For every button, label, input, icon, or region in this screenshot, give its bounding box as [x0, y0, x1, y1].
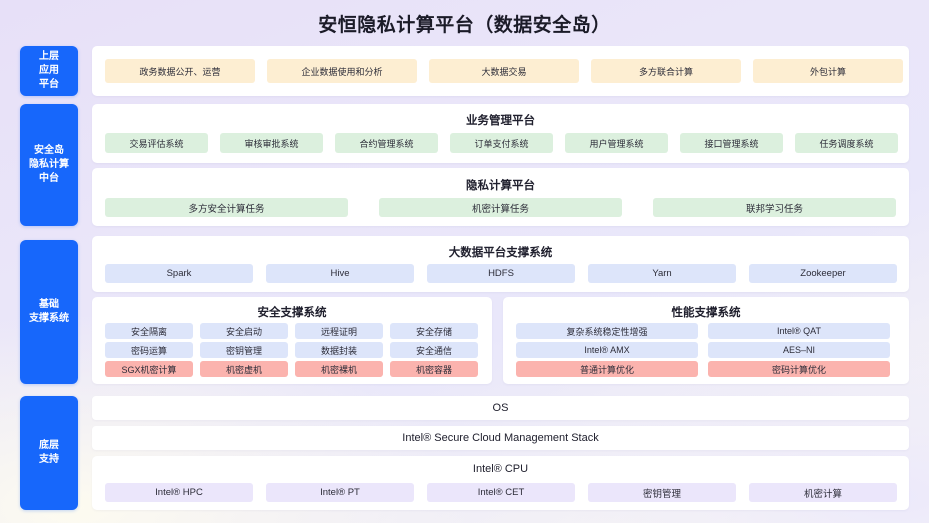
application-item[interactable]: 企业数据使用和分析 [267, 59, 417, 83]
rail-tab-bottom-layer-support[interactable]: 底层 支持 [20, 396, 78, 510]
performance-item[interactable]: 密码计算优化 [708, 361, 890, 377]
application-item[interactable]: 多方联合计算 [591, 59, 741, 83]
security-item[interactable]: 密码运算 [105, 342, 193, 358]
page-title: 安恒隐私计算平台（数据安全岛） [318, 15, 611, 36]
business-platform-title: 业务管理平台 [466, 115, 535, 127]
bigdata-item[interactable]: Spark [105, 264, 253, 283]
rail-tab-label: 底层 支持 [39, 440, 59, 465]
security-item[interactable]: 安全存储 [390, 323, 478, 339]
performance-item[interactable]: 复杂系统稳定性增强 [516, 323, 698, 339]
business-item[interactable]: 任务调度系统 [795, 133, 898, 153]
performance-item[interactable]: Intel® QAT [708, 323, 890, 339]
performance-support-system-panel: 性能支撑系统 复杂系统稳定性增强 Intel® QAT Intel® AMX A… [503, 297, 909, 384]
security-item[interactable]: 机密裸机 [295, 361, 383, 377]
business-management-platform-panel: 业务管理平台 交易评估系统 审核审批系统 合约管理系统 订单支付系统 用户管理系… [92, 104, 909, 163]
security-item[interactable]: 密钥管理 [200, 342, 288, 358]
bigdata-item[interactable]: Yarn [588, 264, 736, 283]
cpu-item[interactable]: 机密计算 [749, 483, 897, 502]
rail-tab-foundation-support-system[interactable]: 基础 支撑系统 [20, 240, 78, 384]
application-item[interactable]: 外包计算 [753, 59, 903, 83]
cpu-item[interactable]: 密钥管理 [588, 483, 736, 502]
bigdata-item[interactable]: Hive [266, 264, 414, 283]
security-item[interactable]: 安全通信 [390, 342, 478, 358]
rail-tab-label: 上层 应用 平台 [39, 51, 59, 90]
rail-tab-security-island-midplatform[interactable]: 安全岛 隐私计算 中台 [20, 104, 78, 226]
security-item[interactable]: 机密容器 [390, 361, 478, 377]
business-item[interactable]: 交易评估系统 [105, 133, 208, 153]
privacy-computing-platform-panel: 隐私计算平台 多方安全计算任务 机密计算任务 联邦学习任务 [92, 168, 909, 226]
security-support-title: 安全支撑系统 [257, 307, 327, 319]
privacy-platform-title: 隐私计算平台 [466, 180, 535, 192]
privacy-item[interactable]: 联邦学习任务 [653, 198, 896, 217]
privacy-item[interactable]: 多方安全计算任务 [105, 198, 348, 217]
cpu-item[interactable]: Intel® PT [266, 483, 414, 502]
security-item[interactable]: 远程证明 [295, 323, 383, 339]
secure-cloud-management-stack-band[interactable]: Intel® Secure Cloud Management Stack [92, 426, 909, 450]
performance-item[interactable]: 普通计算优化 [516, 361, 698, 377]
security-item[interactable]: 安全隔离 [105, 323, 193, 339]
cpu-item[interactable]: Intel® CET [427, 483, 575, 502]
performance-support-title: 性能支撑系统 [671, 307, 741, 319]
bigdata-item[interactable]: HDFS [427, 264, 575, 283]
application-item[interactable]: 大数据交易 [429, 59, 579, 83]
security-support-system-panel: 安全支撑系统 安全隔离 安全启动 远程证明 安全存储 密码运算 密钥管理 数据封… [92, 297, 492, 384]
business-item[interactable]: 审核审批系统 [220, 133, 323, 153]
security-item[interactable]: 机密虚机 [200, 361, 288, 377]
application-layer-panel: 政务数据公开、运营 企业数据使用和分析 大数据交易 多方联合计算 外包计算 [92, 46, 909, 96]
os-band[interactable]: OS [92, 396, 909, 420]
bigdata-platform-panel: 大数据平台支撑系统 Spark Hive HDFS Yarn Zookeeper [92, 236, 909, 292]
business-item[interactable]: 接口管理系统 [680, 133, 783, 153]
bigdata-platform-title: 大数据平台支撑系统 [448, 247, 553, 259]
rail-tab-upper-application-platform[interactable]: 上层 应用 平台 [20, 46, 78, 96]
business-item[interactable]: 用户管理系统 [565, 133, 668, 153]
business-item[interactable]: 订单支付系统 [450, 133, 553, 153]
application-item[interactable]: 政务数据公开、运营 [105, 59, 255, 83]
privacy-item[interactable]: 机密计算任务 [379, 198, 622, 217]
bigdata-item[interactable]: Zookeeper [749, 264, 897, 283]
security-item[interactable]: 安全启动 [200, 323, 288, 339]
intel-cpu-panel: Intel® CPU Intel® HPC Intel® PT Intel® C… [92, 456, 909, 510]
business-item[interactable]: 合约管理系统 [335, 133, 438, 153]
intel-cpu-title: Intel® CPU [472, 463, 529, 475]
cpu-item[interactable]: Intel® HPC [105, 483, 253, 502]
performance-item[interactable]: Intel® AMX [516, 342, 698, 358]
performance-item[interactable]: AES–NI [708, 342, 890, 358]
rail-tab-label: 安全岛 隐私计算 中台 [29, 145, 69, 184]
security-item[interactable]: 数据封装 [295, 342, 383, 358]
rail-tab-label: 基础 支撑系统 [29, 299, 69, 324]
security-item[interactable]: SGX机密计算 [105, 361, 193, 377]
